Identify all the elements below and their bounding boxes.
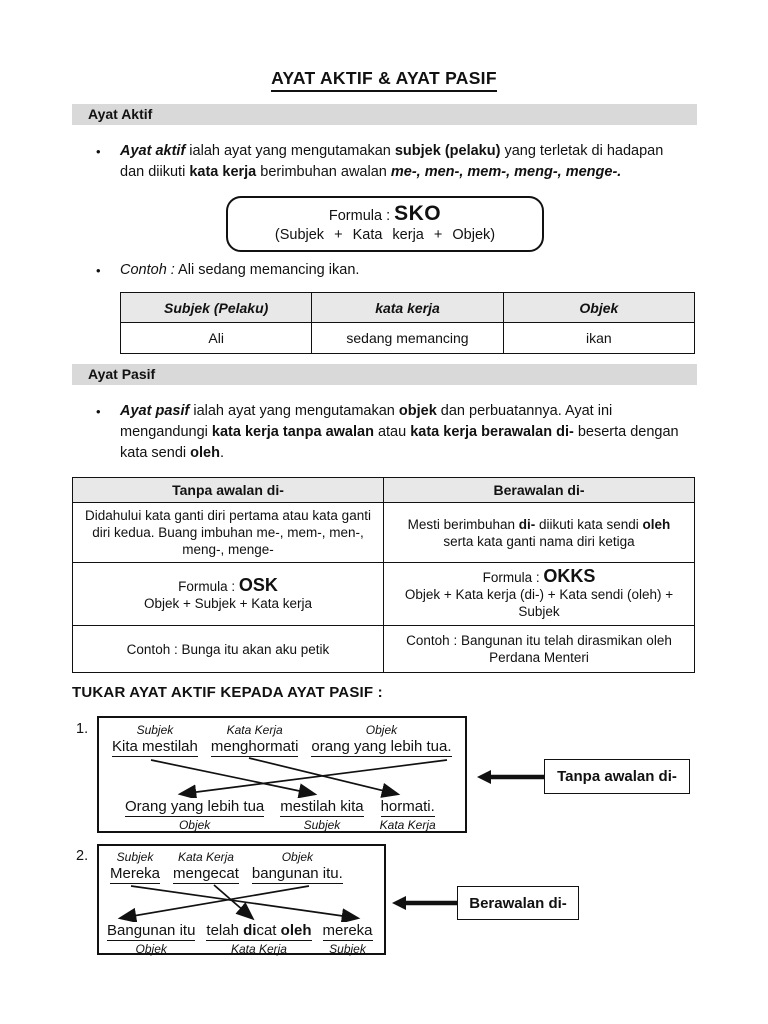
formula-code: OKKS <box>543 566 596 586</box>
table-row-contoh: Contoh : Bunga itu akan aku petik Contoh… <box>72 625 695 673</box>
cell-formula-osk: Formula : OSK Objek + Subjek + Kata kerj… <box>72 562 384 626</box>
label-objek: Objek <box>365 723 398 737</box>
table-row-rule: Didahului kata ganti diri pertama atau k… <box>72 502 695 563</box>
contoh-aktif-text: Contoh : Ali sedang memancing ikan. <box>120 262 360 278</box>
item1-number: 1. <box>76 721 89 737</box>
diagram2-top-col2: Kata Kerja mengecat <box>173 850 239 884</box>
word-subjek: mestilah kita <box>280 798 364 817</box>
item2-number: 2. <box>76 848 89 864</box>
label-subjek: Subjek <box>136 723 174 737</box>
section-header-ayat-pasif: Ayat Pasif <box>72 364 697 385</box>
bullet-icon: • <box>96 144 101 159</box>
diagram2-swap-arrows <box>117 884 361 922</box>
formula-sko-expansion: (Subjek + Kata kerja + Objek) <box>274 227 496 243</box>
table-header-row: Tanpa awalan di- Berawalan di- <box>72 477 695 503</box>
diagram2-bottom-row: Bangunan itu Objek telah dicat oleh Kata… <box>99 922 384 956</box>
th-subjek-pelaku: Subjek (Pelaku) <box>119 292 313 323</box>
bullet-icon: • <box>96 263 101 278</box>
word-objek: Orang yang lebih tua <box>125 798 265 817</box>
diagram1-top-col1: Subjek Kita mestilah <box>112 723 198 757</box>
cell-contoh-tanpa: Contoh : Bunga itu akan aku petik <box>72 625 384 673</box>
diagram1-bottom-col2: mestilah kita Subjek <box>280 798 364 832</box>
diagram1-bottom-row: Orang yang lebih tua Objek mestilah kita… <box>99 798 465 832</box>
cell-contoh-berawalan: Contoh : Bangunan itu telah dirasmikan o… <box>383 625 695 673</box>
word-objek: orang yang lebih tua. <box>311 738 452 757</box>
table-row: Ali sedang memancing ikan <box>119 322 696 354</box>
word-subjek: mereka <box>322 922 373 941</box>
formula-label: Formula : <box>482 570 544 585</box>
formula-label: Formula : <box>328 208 395 224</box>
label-subjek: Subjek <box>303 818 341 832</box>
cell-subjek: Ali <box>119 322 313 354</box>
diagram2-top-col3: Objek bangunan itu. <box>251 850 343 884</box>
formula-code: OSK <box>238 574 278 595</box>
formula-okks-line: Formula : OKKS <box>396 566 682 586</box>
diagram1-swap-arrows <box>150 757 448 798</box>
formula-code: SKO <box>394 202 442 225</box>
formula-osk-line: Formula : OSK <box>85 574 371 595</box>
diagram1-bottom-col3: hormati. Kata Kerja <box>380 798 436 832</box>
th-tanpa-awalan-di: Tanpa awalan di- <box>72 477 384 503</box>
bullet-ayat-pasif-definition: • Ayat pasif ialah ayat yang mengutamaka… <box>96 401 688 464</box>
word-subjek: Mereka <box>110 865 161 884</box>
left-arrow-icon <box>477 770 545 784</box>
label-kata-kerja: Kata Kerja <box>177 850 234 864</box>
ayat-pasif-definition-text: Ayat pasif ialah ayat yang mengutamakan … <box>120 403 679 461</box>
diagram2-bottom-col3: mereka Subjek <box>322 922 373 956</box>
page-title: AYAT AKTIF & AYAT PASIF <box>0 68 768 92</box>
label-kata-kerja: Kata Kerja <box>230 942 287 956</box>
label-subjek: Subjek <box>116 850 154 864</box>
cell-kata-kerja: sedang memancing <box>311 322 504 354</box>
diagram2-bottom-col2: telah dicat oleh Kata Kerja <box>206 922 312 956</box>
word-kata-kerja: menghormati <box>210 738 299 757</box>
word-kata-kerja: hormati. <box>380 798 435 817</box>
diagram1-bottom-col1: Orang yang lebih tua Objek <box>125 798 265 832</box>
bullet-ayat-aktif-definition: • Ayat aktif ialah ayat yang mengutamaka… <box>96 141 674 183</box>
word-objek: bangunan itu. <box>251 865 343 884</box>
diagram2-bottom-col1: Bangunan itu Objek <box>107 922 196 956</box>
cell-rule-berawalan: Mesti berimbuhan di- diikuti kata sendi … <box>383 502 695 563</box>
formula-sko-line: Formula : SKO <box>228 202 542 226</box>
word-kata-kerja: telah dicat oleh <box>206 922 312 941</box>
word-kata-kerja: mengecat <box>173 865 239 884</box>
label-kata-kerja: Kata Kerja <box>379 818 436 832</box>
exercise-heading: TUKAR AYAT AKTIF KEPADA AYAT PASIF : <box>72 684 383 701</box>
table-pasif-comparison: Tanpa awalan di- Berawalan di- Didahului… <box>72 477 695 673</box>
diagram1-top-col3: Objek orang yang lebih tua. <box>311 723 452 757</box>
th-berawalan-di: Berawalan di- <box>383 477 695 503</box>
diagram1-top-row: Subjek Kita mestilah Kata Kerja menghorm… <box>99 718 465 757</box>
label-kata-kerja: Kata Kerja <box>226 723 283 737</box>
diagram1-box: Subjek Kita mestilah Kata Kerja menghorm… <box>97 716 467 833</box>
formula-box-sko: Formula : SKO (Subjek + Kata kerja + Obj… <box>226 196 544 252</box>
label-objek: Objek <box>178 818 211 832</box>
diagram2-top-col1: Subjek Mereka <box>110 850 161 884</box>
label-subjek: Subjek <box>329 942 366 956</box>
label-objek: Objek <box>281 850 314 864</box>
table-header-row: Subjek (Pelaku) kata kerja Objek <box>119 292 696 323</box>
th-objek: Objek <box>502 292 696 323</box>
cell-objek: ikan <box>502 322 696 354</box>
cell-rule-tanpa: Didahului kata ganti diri pertama atau k… <box>72 502 384 563</box>
table-row-formula: Formula : OSK Objek + Subjek + Kata kerj… <box>72 562 695 626</box>
diagram1-top-col2: Kata Kerja menghormati <box>210 723 299 757</box>
table-aktif-sko: Subjek (Pelaku) kata kerja Objek Ali sed… <box>119 292 696 354</box>
callout-berawalan-di: Berawalan di- <box>457 886 579 920</box>
formula-label: Formula : <box>178 578 239 594</box>
formula-osk-expansion: Objek + Subjek + Kata kerja <box>143 595 313 611</box>
ayat-aktif-definition-text: Ayat aktif ialah ayat yang mengutamakan … <box>120 143 664 180</box>
word-objek: Bangunan itu <box>107 922 196 941</box>
formula-okks-expansion: Objek + Kata kerja (di-) + Kata sendi (o… <box>404 587 674 619</box>
diagram2-top-row: Subjek Mereka Kata Kerja mengecat Objek … <box>99 846 384 884</box>
th-kata-kerja: kata kerja <box>311 292 504 323</box>
callout-tanpa-awalan-di: Tanpa awalan di- <box>544 759 690 794</box>
word-subjek: Kita mestilah <box>112 738 198 757</box>
diagram2-box: Subjek Mereka Kata Kerja mengecat Objek … <box>97 844 386 956</box>
bullet-icon: • <box>96 404 101 419</box>
label-objek: Objek <box>135 942 167 956</box>
section-header-ayat-aktif: Ayat Aktif <box>72 104 697 125</box>
bullet-contoh-aktif: • Contoh : Ali sedang memancing ikan. <box>96 260 656 281</box>
cell-formula-okks: Formula : OKKS Objek + Kata kerja (di-) … <box>383 562 695 626</box>
left-arrow-icon <box>392 896 458 910</box>
